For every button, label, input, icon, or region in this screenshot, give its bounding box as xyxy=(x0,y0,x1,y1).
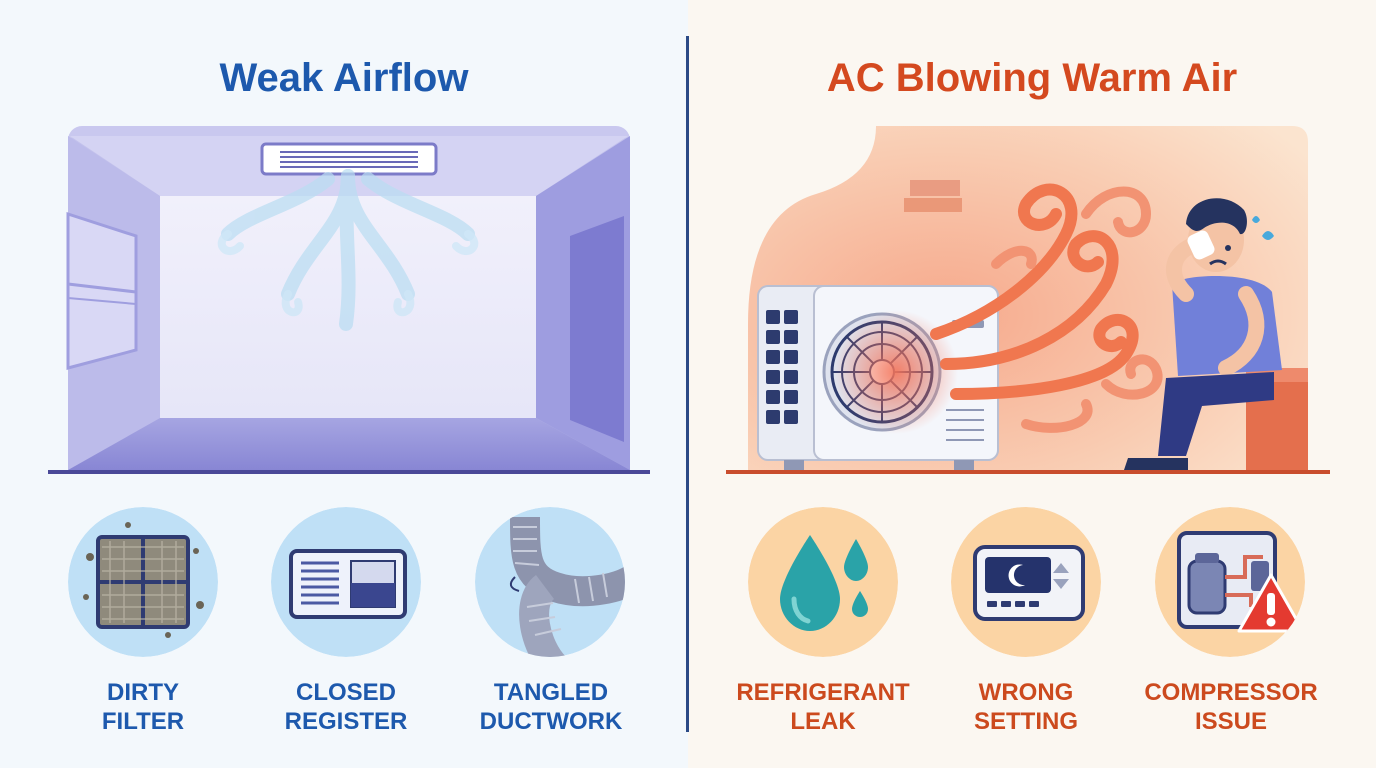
dirty-filter-icon xyxy=(68,507,218,657)
panel-divider xyxy=(686,36,689,732)
cause-circle-refrigerant-leak xyxy=(748,507,898,657)
weak-airflow-title: Weak Airflow xyxy=(219,56,469,100)
cause-circle-tangled-ductwork xyxy=(475,507,625,657)
overheated-person-figure xyxy=(1124,198,1282,470)
warm-air-scene-illustration xyxy=(726,126,1330,474)
room-scene-illustration xyxy=(48,126,650,474)
refrigerant-leak-icon xyxy=(748,507,898,657)
cause-circle-dirty-filter xyxy=(68,507,218,657)
warm-air-title: AC Blowing Warm Air xyxy=(826,56,1238,100)
cause-circle-wrong-setting xyxy=(951,507,1101,657)
tangled-ductwork-icon xyxy=(475,507,625,657)
compressor-issue-icon xyxy=(1155,507,1305,657)
closed-register-icon xyxy=(271,507,421,657)
cause-circle-compressor-issue xyxy=(1155,507,1305,657)
cause-circle-closed-register xyxy=(271,507,421,657)
wrong-setting-icon xyxy=(951,507,1101,657)
